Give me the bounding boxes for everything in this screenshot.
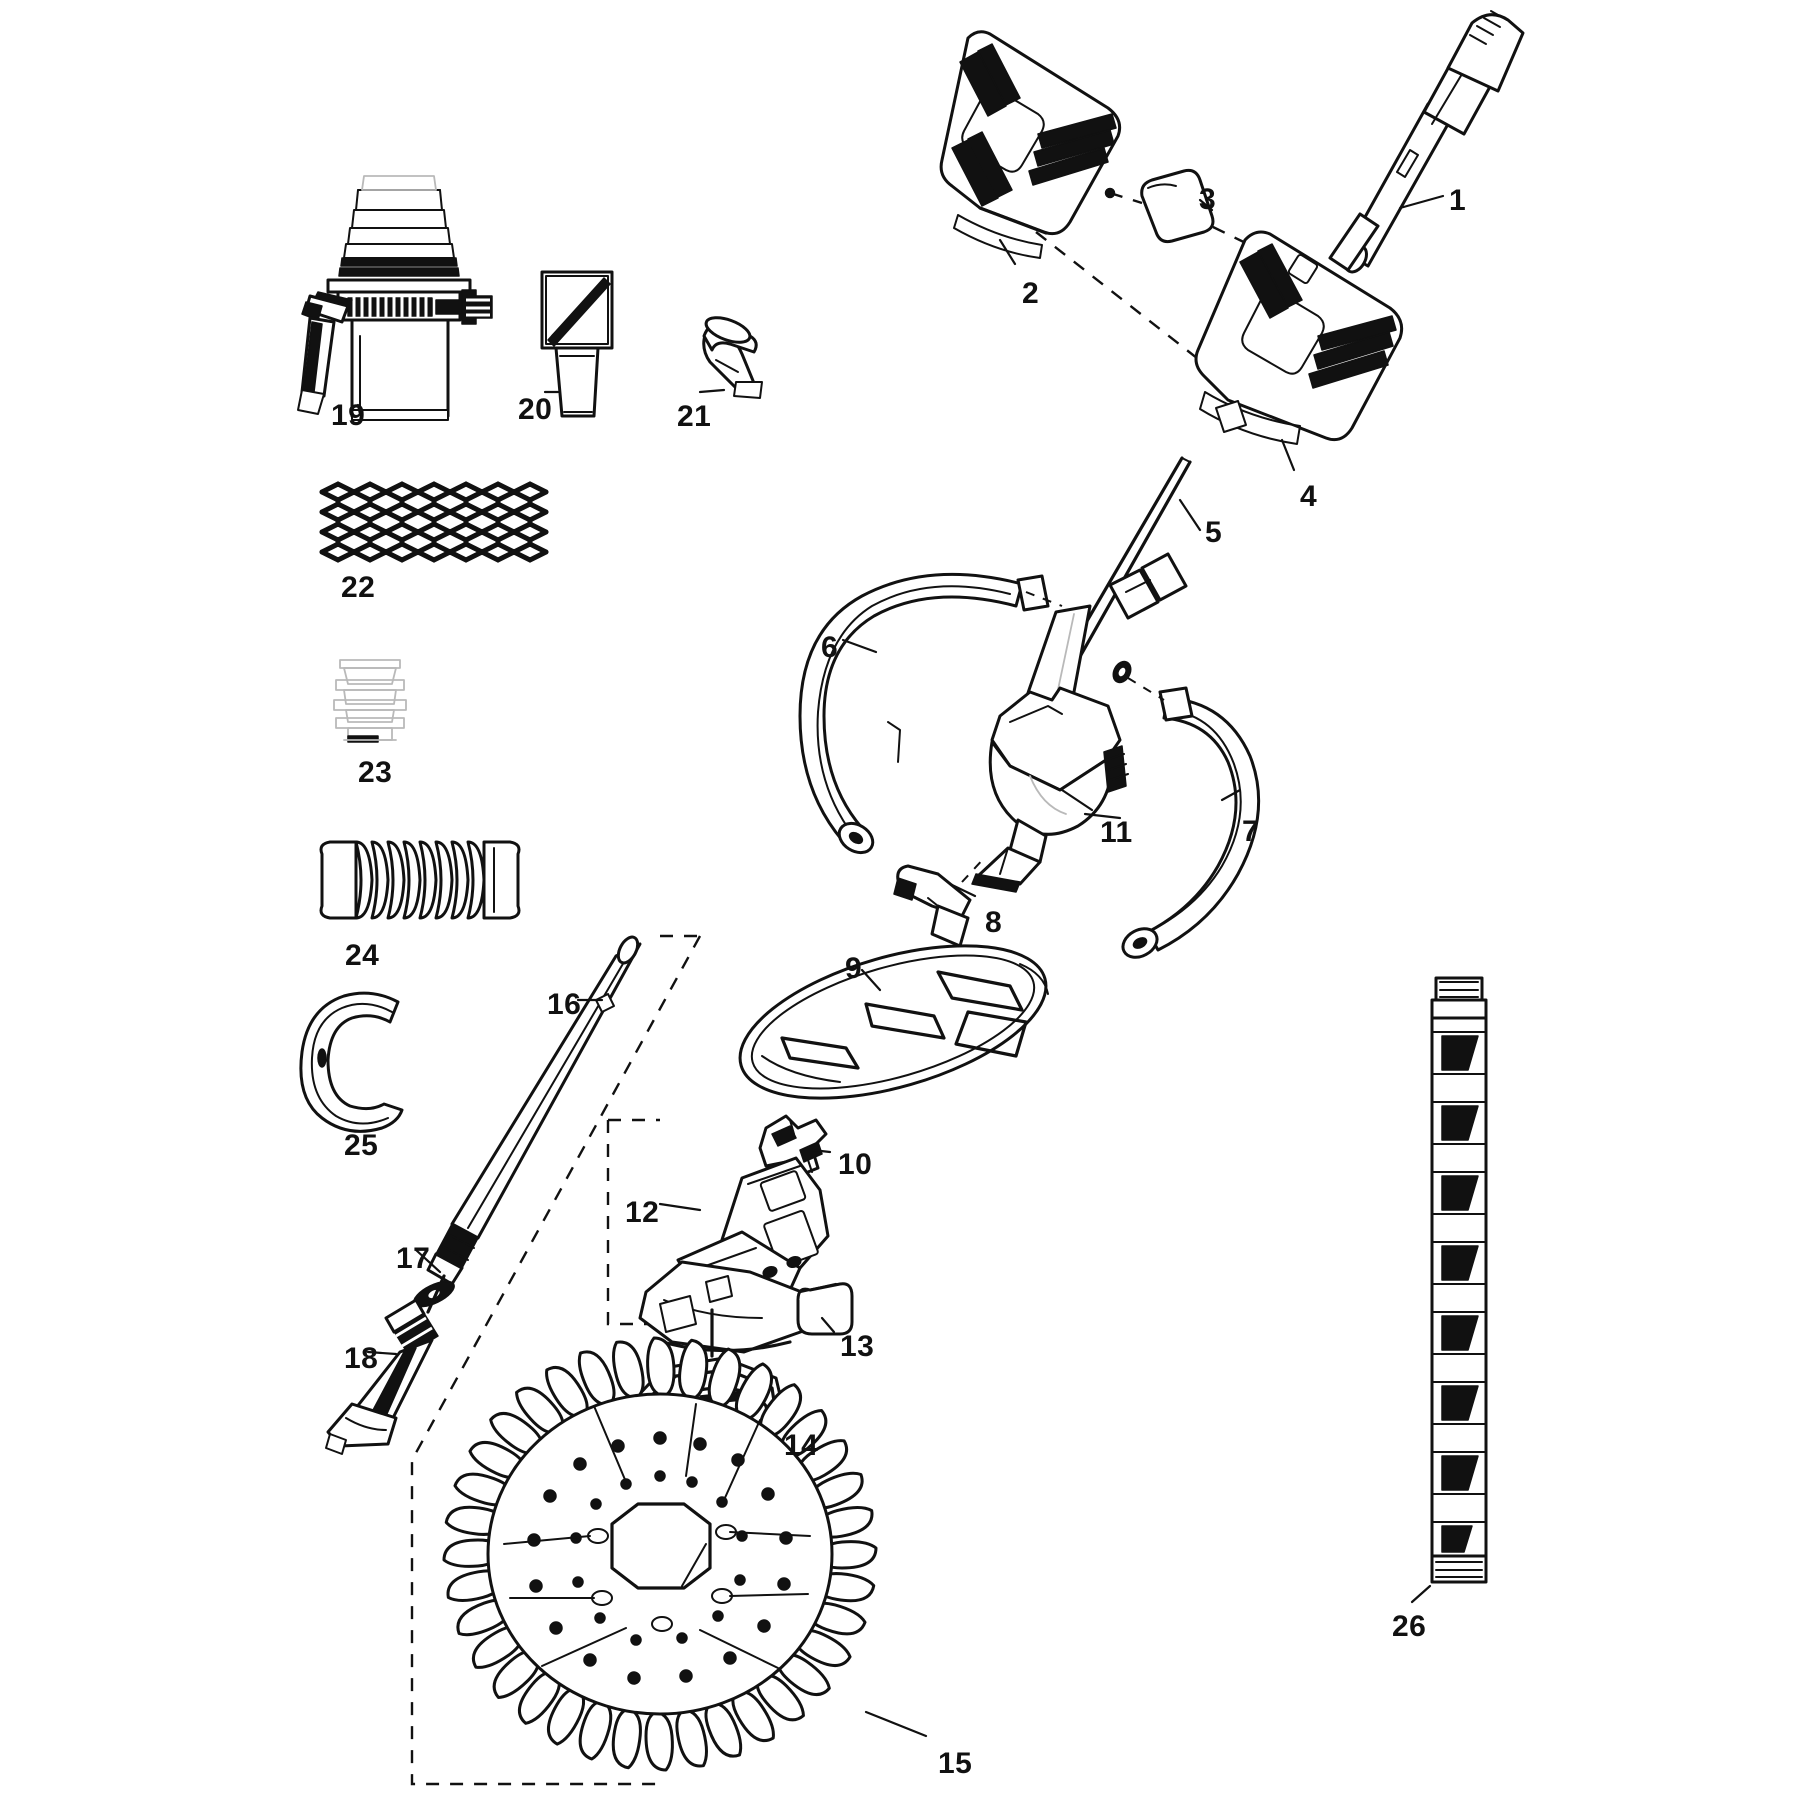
leader-7 — [1220, 788, 1242, 802]
leader-3 — [1198, 198, 1214, 212]
callout-19: 19 — [331, 399, 366, 432]
part-8-wear-bracket — [893, 864, 972, 948]
leader-26 — [1410, 1584, 1432, 1604]
leader-5 — [1178, 498, 1202, 532]
leader-17 — [414, 1248, 442, 1274]
callout-14: 14 — [784, 1429, 819, 1462]
leader-1 — [1398, 194, 1445, 210]
callout-12: 12 — [625, 1196, 660, 1229]
leader-8 — [948, 882, 977, 898]
part-25-retaining-c-clip — [299, 991, 404, 1133]
callout-25: 25 — [344, 1129, 379, 1162]
part-18-tube-end-foot — [325, 1298, 439, 1455]
part-24-bellows-hose — [319, 840, 521, 920]
part-11-turbine-body — [971, 604, 1129, 893]
callout-5: 5 — [1205, 516, 1223, 549]
callout-24: 24 — [345, 939, 380, 972]
align-dash-6-11 — [1025, 591, 1063, 607]
leader-12 — [658, 1202, 702, 1212]
part-26-segmented-hose — [1430, 976, 1488, 1584]
callout-6: 6 — [821, 631, 839, 664]
align-dash-3-4 — [1212, 225, 1257, 250]
part-21-elbow-adapter — [702, 316, 763, 399]
part-3-bushing-block — [1140, 168, 1215, 244]
part-2-upper-vacuum-shoe — [939, 30, 1122, 259]
callout-7: 7 — [1242, 815, 1260, 848]
callout-4: 4 — [1300, 480, 1318, 513]
callout-17: 17 — [396, 1242, 431, 1275]
callout-18: 18 — [344, 1342, 379, 1375]
part-10-cross-coupling — [758, 1114, 828, 1178]
leader-19 — [356, 403, 362, 416]
part-7-right-bail-arm — [1121, 686, 1261, 959]
callout-2: 2 — [1022, 277, 1040, 310]
leader-13b — [798, 1282, 838, 1294]
callout-11: 11 — [1100, 816, 1133, 849]
leader-6 — [841, 638, 878, 654]
part-4-lower-vacuum-head — [1194, 212, 1404, 445]
callout-1: 1 — [1449, 184, 1467, 217]
disc-fringe — [442, 1336, 878, 1772]
align-dash-5-7 — [1127, 677, 1165, 701]
callout-23: 23 — [358, 756, 393, 789]
leader-2 — [998, 238, 1017, 266]
callout-20: 20 — [518, 393, 553, 426]
callout-16: 16 — [547, 988, 582, 1021]
callout-3: 3 — [1199, 183, 1217, 216]
callout-13: 13 — [840, 1330, 875, 1363]
align-dash-8-11 — [961, 855, 987, 883]
part-12-gearbox-housing — [638, 1156, 830, 1354]
leader-18 — [366, 1350, 398, 1356]
align-dash-2-3 — [1109, 191, 1143, 205]
callout-9: 9 — [845, 952, 863, 985]
group-bracket-12 — [606, 1120, 648, 1326]
leader-21 — [698, 388, 726, 394]
part-9-oval-deflector — [738, 944, 1049, 1100]
callout-22: 22 — [341, 571, 376, 604]
align-dash-2-4 — [1035, 231, 1226, 381]
callout-8: 8 — [985, 906, 1003, 939]
leader-4 — [1280, 438, 1296, 472]
callout-10: 10 — [838, 1148, 873, 1181]
leader-9 — [860, 968, 882, 992]
leader-11b — [1083, 812, 1122, 820]
leader-15 — [864, 1710, 928, 1738]
part-16-long-feed-tube — [426, 935, 642, 1286]
part-23-cone-strainer — [333, 659, 407, 743]
part-15-fringed-disc — [442, 1336, 878, 1772]
leader-10 — [810, 1148, 832, 1154]
leader-13 — [820, 1316, 836, 1334]
part-22-mesh-sleeve — [319, 481, 549, 563]
callout-21: 21 — [677, 400, 712, 433]
leader-11 — [1060, 788, 1094, 812]
part-20-wall-fitting-nozzle — [540, 270, 614, 418]
callout-15: 15 — [938, 1747, 973, 1780]
part-6-left-bail-arm — [798, 572, 1050, 855]
align-dash-assembly-path — [410, 935, 702, 1786]
part-13-retaining-clip-small — [796, 1282, 854, 1336]
callout-26: 26 — [1392, 1610, 1427, 1643]
part-19-regulator-valve — [297, 175, 493, 421]
